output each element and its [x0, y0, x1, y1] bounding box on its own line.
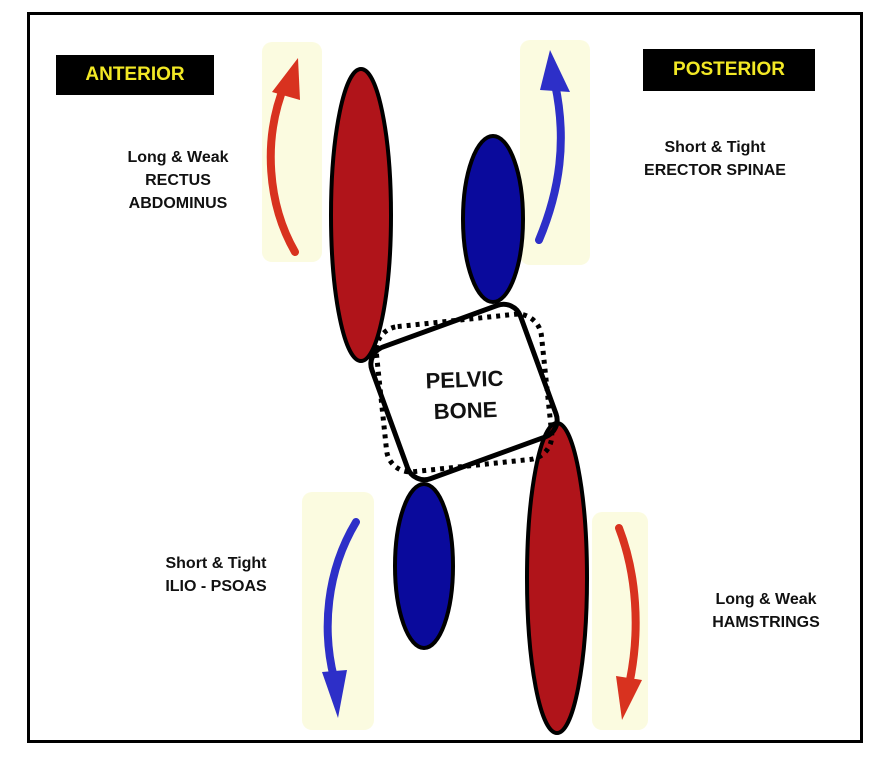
- rectus-abdominus-muscle: [329, 67, 393, 363]
- posterior-label: POSTERIOR: [643, 49, 815, 91]
- psoas-arrow-down: [322, 518, 360, 718]
- anterior-label-text: ANTERIOR: [85, 64, 185, 85]
- erector-spinae-muscle: [461, 134, 525, 304]
- ilio-psoas-label: Short & Tight ILIO - PSOAS: [165, 555, 267, 595]
- anterior-label: ANTERIOR: [56, 55, 214, 95]
- pelvic-bone-outline: [368, 301, 560, 483]
- erector-spinae-label: Short & Tight ERECTOR SPINAE: [644, 139, 786, 179]
- hamstrings-label: Long & Weak HAMSTRINGS: [712, 591, 820, 631]
- ilio-psoas-muscle: [393, 482, 455, 650]
- erector-arrow-up: [535, 50, 570, 244]
- posterior-label-text: POSTERIOR: [673, 59, 785, 80]
- pelvic-bone-label: PELVIC BONE: [425, 365, 504, 425]
- arrow-glow-erector: [520, 40, 590, 265]
- hamstrings-arrow-down: [615, 524, 642, 720]
- hamstrings-muscle: [525, 421, 589, 735]
- arrow-glow-psoas: [302, 492, 374, 730]
- rectus-arrow-up: [266, 58, 300, 256]
- rectus-abdominus-label: Long & Weak RECTUS ABDOMINUS: [127, 149, 229, 212]
